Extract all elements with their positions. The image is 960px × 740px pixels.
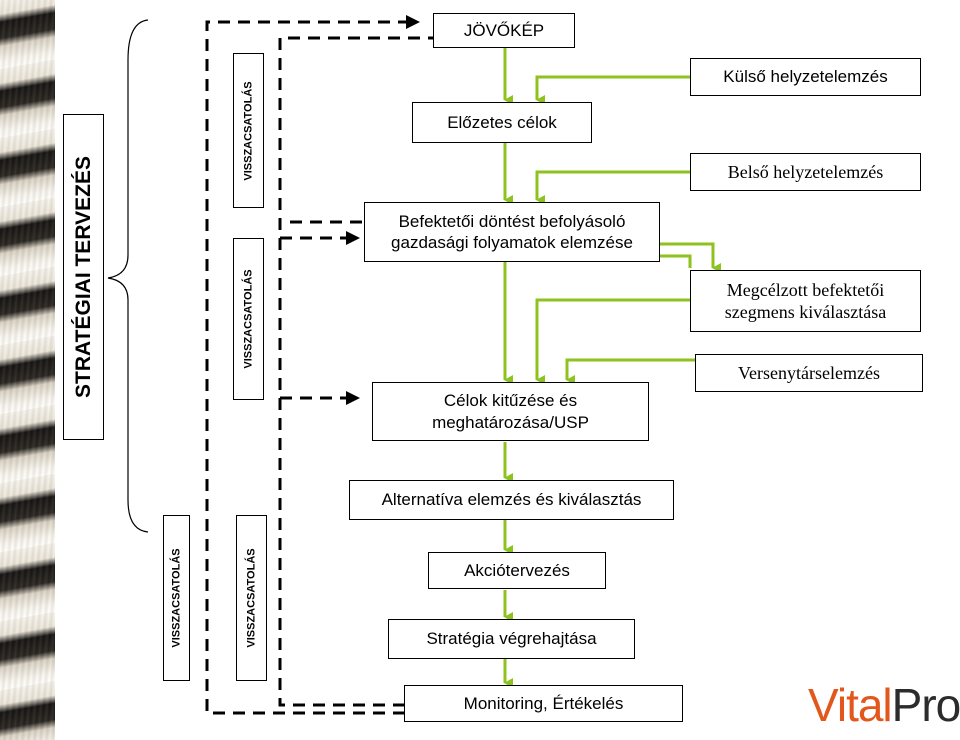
arrow-investor-segment-1 bbox=[660, 242, 721, 273]
goals-box: Célok kitűzése és meghatározása/USP bbox=[372, 382, 649, 441]
competitor-analysis-box: Versenytárselemzés bbox=[695, 354, 923, 392]
preliminary-goals-box: Előzetes célok bbox=[412, 102, 592, 143]
feedback-label-top: VISSZACSATOLÁS bbox=[233, 53, 264, 208]
monitoring-box: Monitoring, Értékelés bbox=[404, 685, 683, 722]
action-planning-box: Akciótervezés bbox=[428, 552, 606, 589]
strategic-planning-label: STRATÉGIAI TERVEZÉS bbox=[63, 114, 104, 440]
feedback-label-bottom-right: VISSZACSATOLÁS bbox=[236, 515, 267, 681]
arrow-segment-goals bbox=[535, 298, 690, 385]
feedback-label-bottom-left: VISSZACSATOLÁS bbox=[163, 515, 190, 681]
feedback-outer bbox=[205, 15, 425, 715]
vitalpro-logo: VitalPro bbox=[808, 679, 960, 731]
internal-analysis-box: Belső helyzetelemzés bbox=[690, 153, 921, 191]
arrow-internal-investor bbox=[535, 170, 690, 205]
feedback-label-middle: VISSZACSATOLÁS bbox=[233, 238, 264, 400]
arrow-investor-segment-2 bbox=[660, 254, 692, 268]
arrow-competitor-goals bbox=[565, 358, 695, 385]
alternatives-box: Alternatíva elemzés és kiválasztás bbox=[349, 480, 674, 520]
strategy-execution-box: Stratégia végrehajtása bbox=[388, 619, 635, 659]
arrow-external-prelim bbox=[535, 75, 690, 105]
external-analysis-box: Külső helyzetelemzés bbox=[690, 58, 921, 96]
zebra-texture-strip bbox=[0, 0, 55, 740]
vision-box: JÖVŐKÉP bbox=[433, 13, 575, 48]
investor-analysis-box: Befektetői döntést befolyásoló gazdasági… bbox=[364, 202, 660, 262]
target-segment-box: Megcélzott befektetői szegmens kiválaszt… bbox=[690, 270, 921, 332]
brace bbox=[107, 19, 149, 533]
